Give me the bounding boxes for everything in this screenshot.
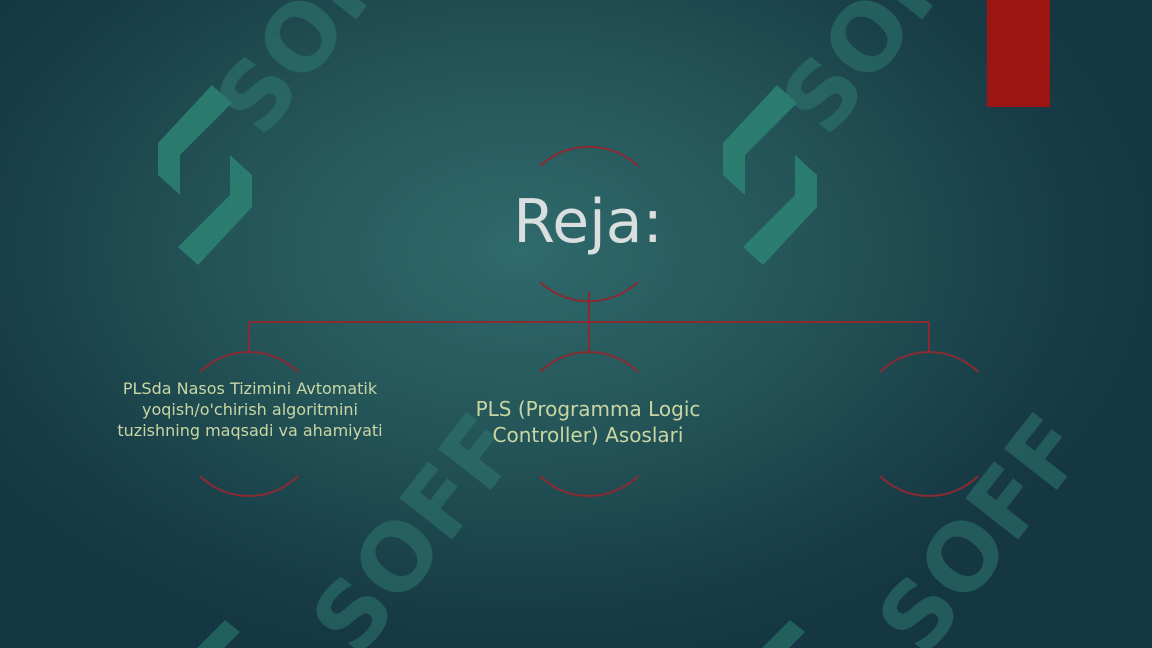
slide-title: Reja: [513,187,663,257]
accent-bar [987,0,1050,107]
watermark-logo-icon-lower [197,620,805,648]
watermark-logo-icon [158,85,817,265]
child-node-shape-3 [879,350,979,498]
child-node-shape-1 [199,350,299,498]
child-node-shape-2 [539,350,639,498]
diagram-node-1-label: PLSda Nasos Tizimini Avtomatik yoqish/o'… [117,379,383,440]
diagram-node-2-label: PLS (Programma Logic Controller) Asoslar… [475,397,701,447]
